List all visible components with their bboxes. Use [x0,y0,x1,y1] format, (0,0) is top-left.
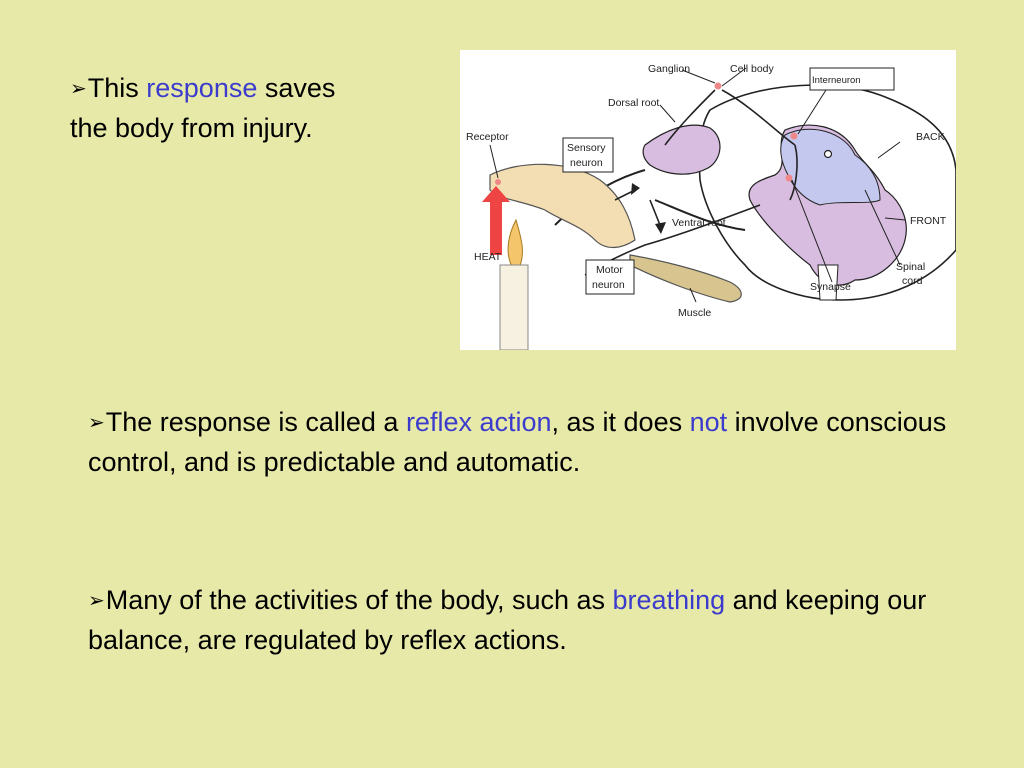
bullet-text: The response is called a [105,407,406,437]
central-canal [823,149,833,159]
label-front: FRONT [910,215,947,227]
label-motor-neuron: neuron [592,279,625,291]
label-spinal-cord: cord [902,275,923,287]
label-spinal-cord: Spinal [896,261,925,273]
bullet-text: , as it does [551,407,690,437]
label-cell-body: Cell body [730,63,775,75]
highlight-text: reflex action [405,407,552,437]
label-ventral-root: Ventral root [672,217,726,229]
highlight-text: breathing [612,585,726,615]
bullet-breathing: ➢Many of the activities of the body, suc… [88,580,988,660]
bullet-arrow-icon: ➢ [70,76,87,100]
label-back: BACK [916,131,945,143]
label-ganglion: Ganglion [648,63,690,75]
label-dorsal-root: Dorsal root [608,97,659,109]
bullet-text: This [87,73,147,103]
bullet-text: and keeping our balance, are regulated b… [88,585,927,655]
bullet-reflex-action: ➢The response is called a reflex action,… [88,402,988,482]
label-receptor: Receptor [466,131,509,143]
bullet-text: Many of the activities of the body, such… [105,585,613,615]
reflex-arc-diagram: Ganglion Cell body Interneuron Dorsal ro… [460,50,956,350]
ganglion-shape [642,124,721,175]
bullet-arrow-icon: ➢ [88,588,105,612]
label-synapse: Synapse [810,281,851,293]
label-muscle: Muscle [678,307,711,319]
receptor-dot [495,179,501,185]
label-motor-neuron: Motor [596,264,623,276]
cell-body-dot [714,82,722,90]
bullet-text: involve conscious control, and is predic… [88,407,947,477]
label-sensory-neuron: Sensory [567,142,606,154]
bullet-text: saves the body from injury. [70,73,336,143]
bullet-response: ➢This response saves the body from injur… [70,68,350,148]
highlight-text: response [146,73,258,103]
flame-shape [507,218,523,271]
muscle-shape [629,254,742,303]
candle-shape [499,264,529,350]
label-interneuron: Interneuron [812,75,861,86]
label-heat: HEAT [474,251,502,263]
synapse-dot-2 [785,174,793,182]
label-sensory-neuron: neuron [570,157,603,169]
highlight-text: not [689,407,728,437]
bullet-arrow-icon: ➢ [88,410,105,434]
central-region-shape [780,128,881,206]
synapse-dot-1 [790,132,798,140]
